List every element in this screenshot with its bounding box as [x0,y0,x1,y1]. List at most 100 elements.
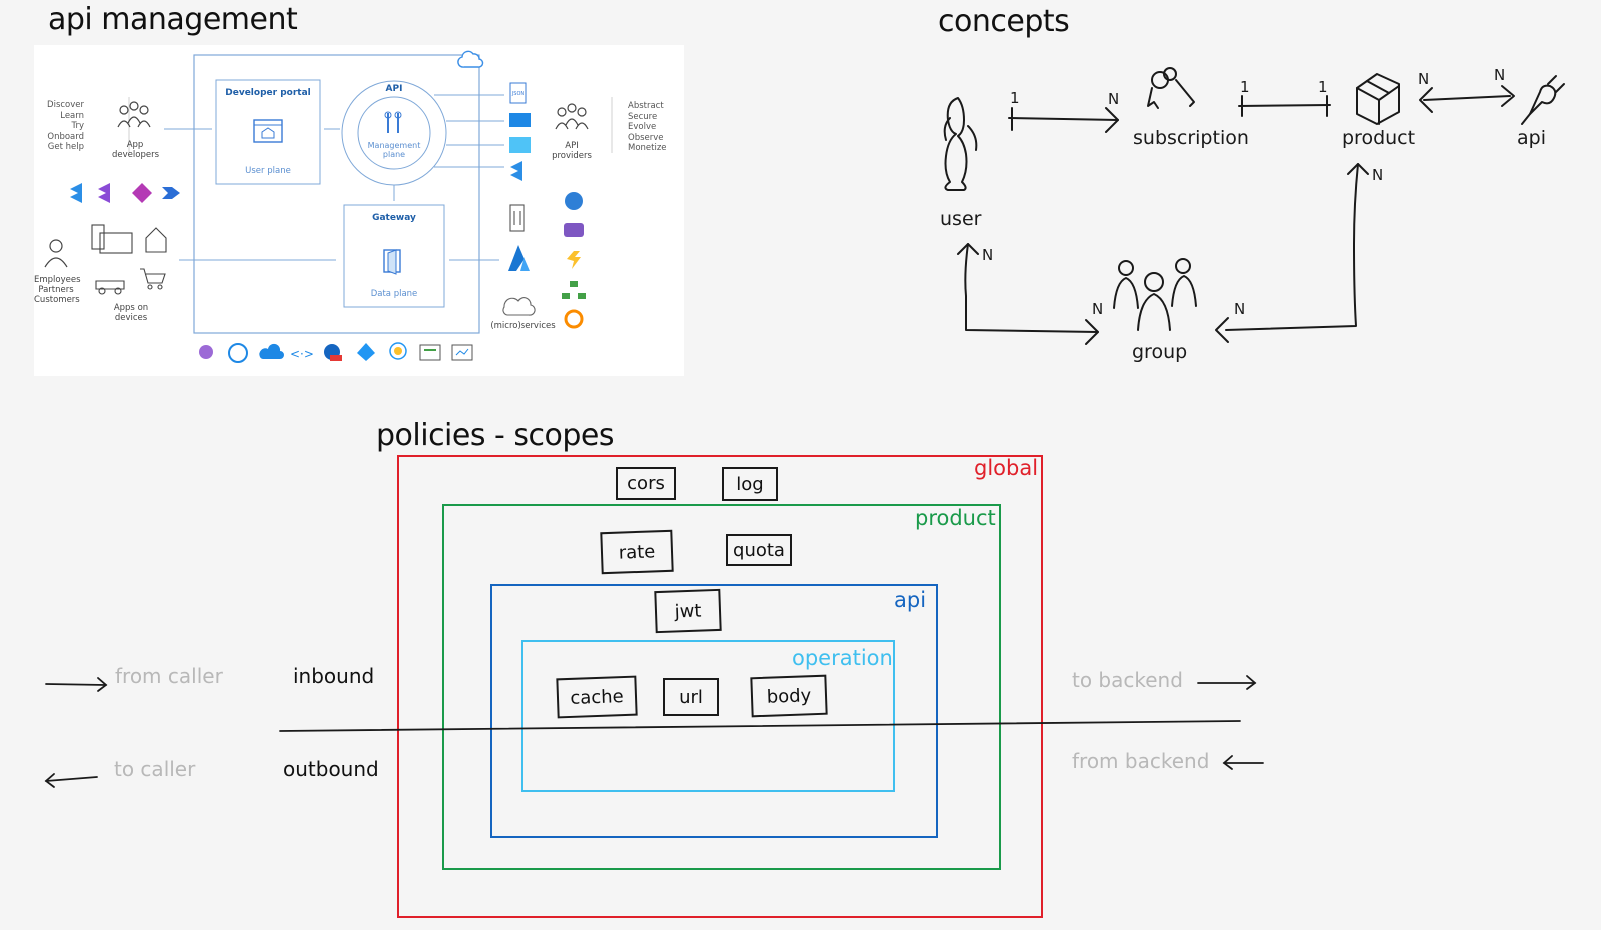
bottom-code-icon: <·> [290,347,314,361]
api-providers-label: API providers [552,141,592,161]
action-learn: Learn [60,110,84,121]
card-prod-api-n2: N [1494,66,1505,84]
cloud-sync-icon [457,50,484,68]
card-sub-prod-1b: 1 [1318,78,1328,96]
to-caller-arrow [44,773,98,788]
inbound-outbound-divider [279,720,1241,732]
apim-architecture-diagram: <·> Discover Learn Try Onboard Get help … [34,45,684,376]
inbound-label: inbound [293,664,375,688]
policy-cors: cors [616,467,676,500]
card-user-group-n1: N [982,246,993,264]
scope-product [442,504,1001,870]
api-label: API [385,84,403,94]
devices-icon [91,224,167,295]
card-prod-api-n1: N [1418,70,1429,88]
api-plug-icon [1521,75,1565,125]
card-user-sub-n: N [1108,90,1119,108]
product-box-icon [1356,73,1400,125]
subscription-keys-icon [1147,67,1195,109]
azure-devops-icon [162,187,180,199]
data-plane-label: Data plane [370,289,418,299]
action-discover: Discover [47,100,84,110]
card-group-prod-n: N [1234,300,1245,318]
gateway-label: Gateway [372,213,416,223]
action-get-help: Get help [47,142,84,152]
vscode-right-icon [510,161,522,181]
api-management-title: api management [48,2,298,37]
policy-quota: quota [726,534,792,566]
scope-api-label: api [894,588,927,612]
employees-list: Employees Partners Customers [34,275,81,305]
user-figure-icon [943,97,978,191]
to-backend-label: to backend [1072,668,1183,692]
gateway-door-icon [383,249,401,275]
group-people-icon [1113,258,1197,331]
scope-api [490,584,938,838]
bottom-lightbulb-icon [389,342,407,360]
app-developers-icon [117,101,151,128]
visual-studio-icon [98,183,110,203]
scope-global [397,455,1043,918]
svg-text:<·>: <·> [290,347,314,361]
bottom-log-icon [419,344,441,361]
from-caller-arrow [45,677,108,692]
to-backend-arrow [1197,675,1257,690]
json-file-icon [509,82,527,104]
console-icon [509,113,531,127]
entity-user: user [940,208,982,230]
policy-jwt: jwt [654,588,722,634]
flow-lines [44,675,1264,788]
developer-portal-label: Developer portal [225,88,311,98]
action-abstract: Abstract [628,101,664,111]
power-apps-icon [132,183,152,203]
building-icon [509,204,525,232]
entity-group: group [1132,341,1187,363]
json-label: JSON [511,91,525,97]
management-plane-label: Management plane [367,141,421,159]
policies-title: policies - scopes [376,418,615,453]
card-prod-group-n: N [1372,166,1383,184]
card-user-group-n2: N [1092,300,1103,318]
bottom-monitor-icon [451,344,473,361]
cloud-icon [502,297,536,316]
from-caller-label: from caller [115,664,223,688]
action-monetize: Monetize [628,143,667,153]
window-icon [509,137,531,153]
action-try: Try [71,121,84,131]
azure-icon [508,245,530,271]
concepts-diagram: 1 N 1 1 N N N N N N user subscription pr… [940,66,1565,363]
apps-on-devices-label: Apps on devices [113,303,149,323]
outbound-label: outbound [283,757,379,781]
policy-url: url [663,678,719,716]
service-grid-icon [564,223,584,237]
policy-rate: rate [600,529,674,575]
entity-subscription: subscription [1133,127,1249,149]
card-user-sub-1: 1 [1010,89,1020,107]
from-backend-arrow [1222,755,1264,770]
scope-global-label: global [974,456,1039,480]
customers-label: Customers [34,295,80,305]
action-onboard: Onboard [47,131,84,142]
service-network-icon [562,281,586,299]
service-cog-icon [564,309,584,329]
bottom-diamond-icon [357,343,375,361]
scope-operation-label: operation [792,646,893,670]
service-globe-icon [565,192,583,210]
microservices-label: (micro)services [490,321,556,331]
scope-product-label: product [915,506,996,530]
portal-window-icon [253,119,283,143]
bottom-bulb-icon [199,345,213,359]
entity-api: api [1517,127,1546,149]
entity-product: product [1342,127,1415,149]
bottom-firewall-icon [324,344,342,361]
tools-icon [384,111,402,133]
scope-operation [521,640,895,792]
bottom-cloud-up-icon [259,343,284,360]
action-evolve: Evolve [628,122,657,132]
partners-label: Partners [38,285,74,295]
action-observe: Observe [628,132,664,143]
right-actions-list: Abstract Secure Evolve Observe Monetize [628,101,678,154]
api-providers-icon [555,103,589,130]
from-backend-label: from backend [1072,749,1210,773]
action-secure: Secure [628,111,658,122]
